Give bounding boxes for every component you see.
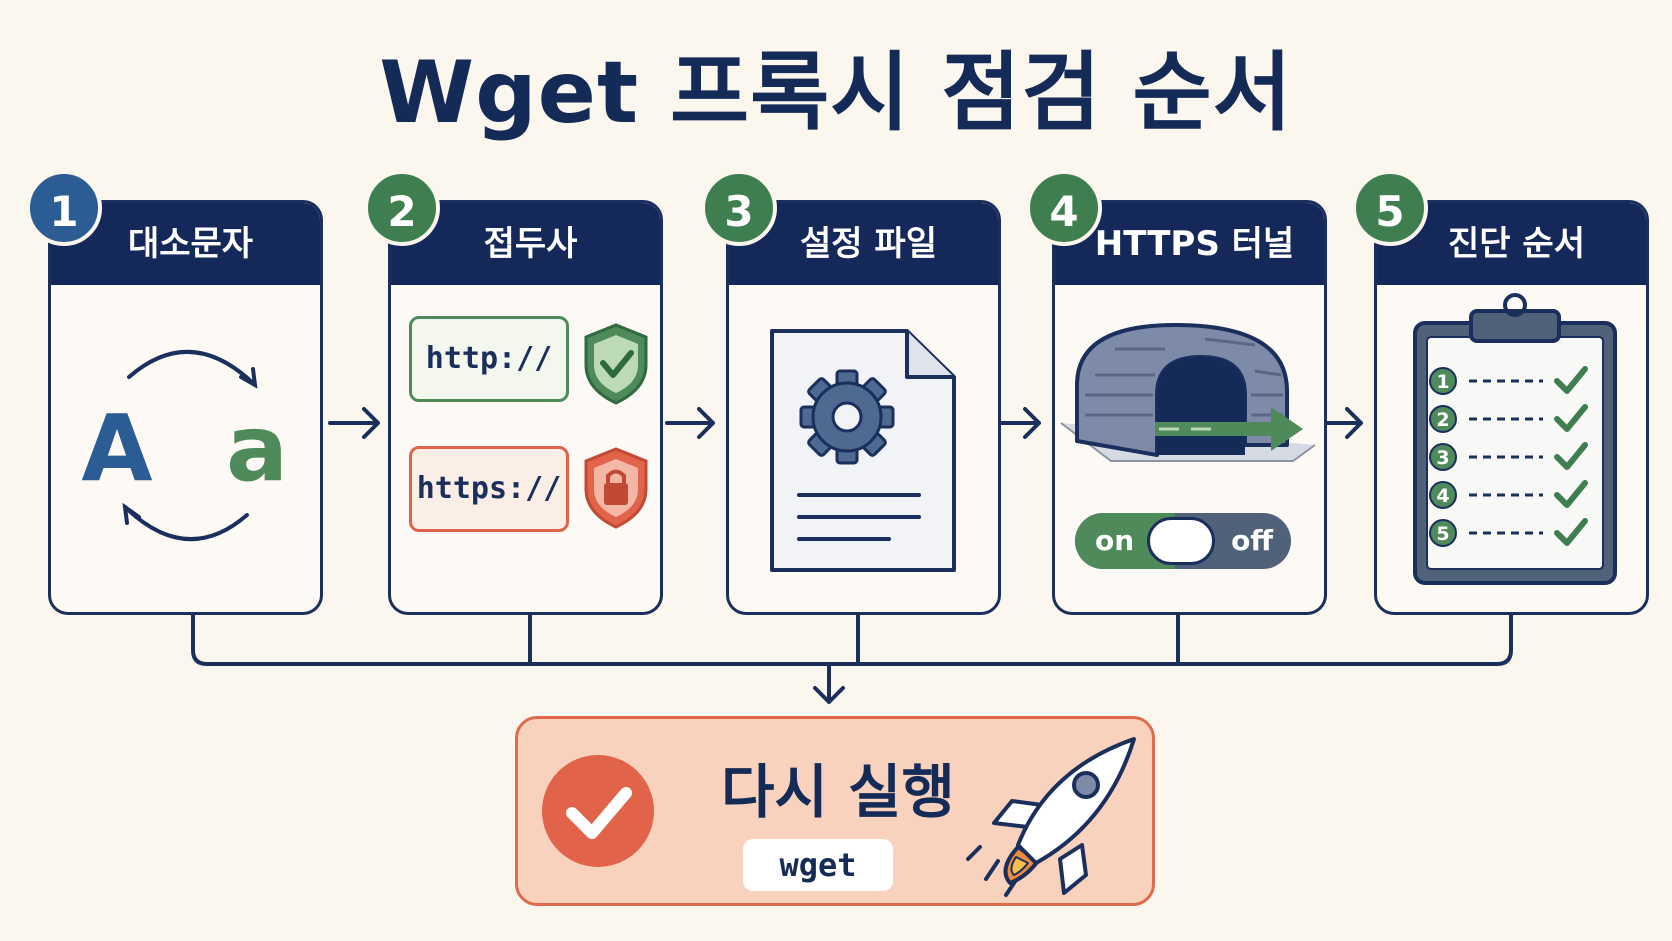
checklist-number: 1 <box>1436 371 1449 393</box>
toggle-knob[interactable] <box>1147 517 1215 565</box>
check-icon <box>1554 366 1588 394</box>
step-card-2: 접두사 http:// https:// <box>388 200 663 615</box>
step-card-3: 설정 파일 <box>726 200 1001 615</box>
checklist-number: 3 <box>1436 447 1449 469</box>
check-icon <box>1554 404 1588 432</box>
checklist-item: 4 <box>1429 480 1588 509</box>
rerun-panel: 다시 실행 wget <box>515 716 1155 906</box>
step-badge-1: 1 <box>26 170 102 246</box>
checklist-number-badge <box>1429 481 1457 509</box>
step-card-4: HTTPS 터널 on off <box>1052 200 1327 615</box>
wget-command[interactable]: wget <box>743 839 893 891</box>
checklist-item: 1 <box>1429 366 1588 395</box>
checklist-number-badge <box>1429 405 1457 433</box>
rerun-title: 다시 실행 <box>721 758 955 826</box>
check-circle-icon <box>542 755 654 867</box>
checklist-number-badge <box>1429 367 1457 395</box>
uppercase-letter: A <box>81 395 152 502</box>
checklist-item: 2 <box>1429 404 1588 433</box>
checklist-item: 3 <box>1429 442 1588 471</box>
rocket-icon <box>966 737 1136 897</box>
toggle-off-label: off <box>1231 524 1273 557</box>
step-badge-5: 5 <box>1352 170 1428 246</box>
step-badge-3: 3 <box>701 170 777 246</box>
check-icon <box>1554 442 1588 470</box>
shield-check-icon <box>584 323 648 405</box>
https-prefix: https:// <box>409 446 569 532</box>
check-icon <box>1554 518 1588 546</box>
page-title: Wget 프록시 점검 순서 <box>379 43 1293 143</box>
checklist-item: 5 <box>1429 518 1588 547</box>
step-card-1: 대소문자 A a <box>48 200 323 615</box>
checklist-number: 5 <box>1436 523 1449 545</box>
swap-arrows-icon: A a <box>81 349 288 542</box>
step-title: 대소문자 <box>51 203 320 285</box>
checklist-number: 4 <box>1436 485 1449 507</box>
check-icon <box>1554 480 1588 508</box>
step-badge-2: 2 <box>364 170 440 246</box>
checklist-number: 2 <box>1436 409 1449 431</box>
http-prefix: http:// <box>409 316 569 402</box>
checklist-number-badge <box>1429 443 1457 471</box>
shield-lock-icon <box>584 447 648 529</box>
gear-icon <box>799 369 895 465</box>
tunnel-icon <box>1060 323 1316 462</box>
proxy-toggle[interactable]: on off <box>1075 513 1291 569</box>
config-file-icon <box>770 329 956 572</box>
checklist-number-badge <box>1429 519 1457 547</box>
lowercase-letter: a <box>226 395 288 502</box>
step-badge-4: 4 <box>1026 170 1102 246</box>
